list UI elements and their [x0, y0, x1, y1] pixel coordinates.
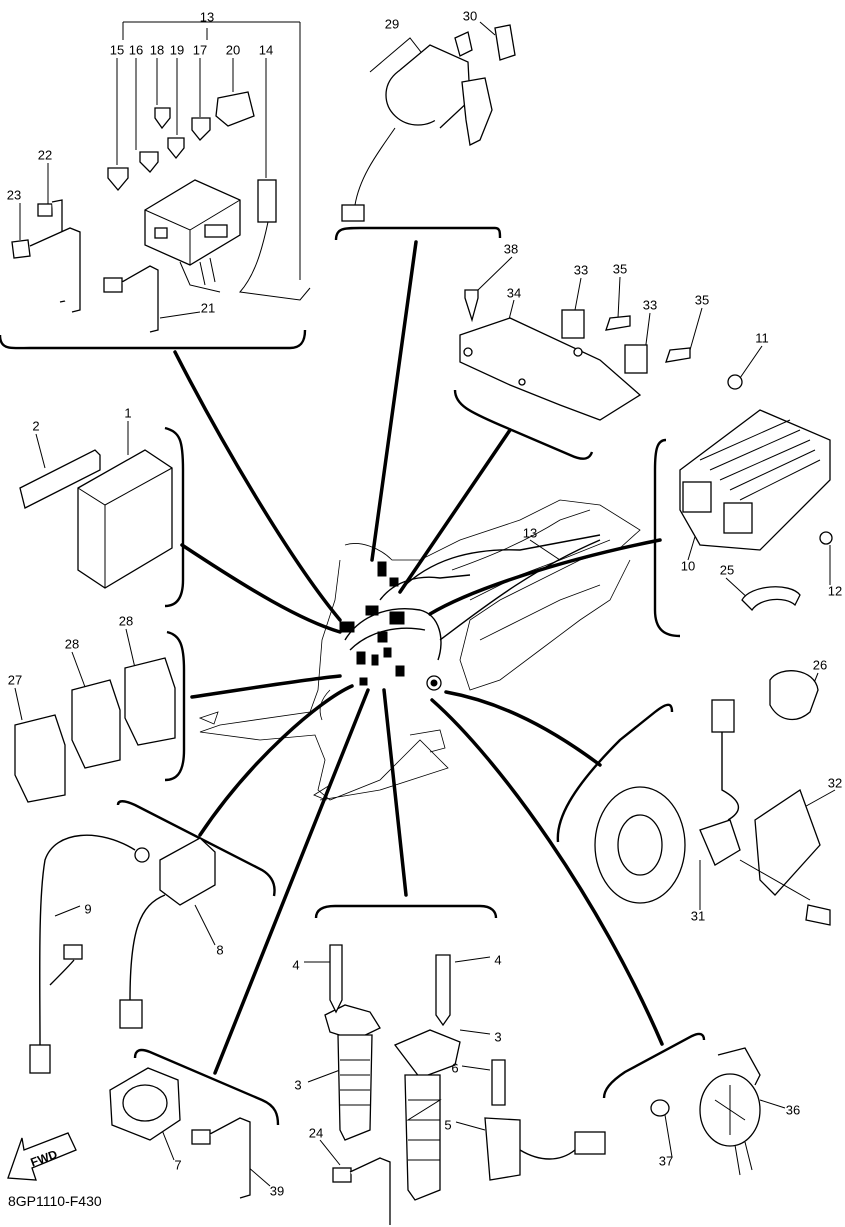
callout-c12: 12 [828, 583, 842, 598]
callout-c32: 32 [828, 775, 842, 790]
callout-c17: 17 [193, 42, 207, 57]
callout-c2: 2 [32, 418, 39, 433]
callout-c36: 36 [786, 1102, 800, 1117]
callout-c3a: 3 [294, 1077, 301, 1092]
callout-c15: 15 [110, 42, 124, 57]
callout-c9: 9 [84, 901, 91, 916]
relays-group [14, 657, 176, 803]
group-brackets [0, 226, 706, 1126]
crank-sensor-group [594, 670, 831, 926]
callout-leaders [14, 21, 836, 1187]
callout-c29: 29 [385, 16, 399, 31]
sensor-harness-group [29, 834, 216, 1074]
callout-c7: 7 [174, 1157, 181, 1172]
callout-c22: 22 [38, 147, 52, 162]
callout-c30: 30 [463, 8, 477, 23]
wire-harness-bundle [339, 534, 601, 691]
callout-c34: 34 [507, 285, 521, 300]
callout-c23: 23 [7, 187, 21, 202]
callout-c28a: 28 [65, 636, 79, 651]
callout-c1: 1 [124, 405, 131, 420]
callout-c35a: 35 [613, 261, 627, 276]
drawing-code: 8GP1110-F430 [8, 1193, 102, 1209]
callout-c10: 10 [681, 558, 695, 573]
callout-c27: 27 [8, 672, 22, 687]
callout-c33b: 33 [643, 297, 657, 312]
callout-c13a: 13 [200, 9, 214, 24]
callout-c38: 38 [504, 241, 518, 256]
callout-c3b: 3 [494, 1029, 501, 1044]
callout-c13b: 13 [523, 525, 537, 540]
callout-c33a: 33 [574, 262, 588, 277]
fuse-box-group [11, 91, 311, 333]
relay-bracket-group [459, 289, 691, 421]
callout-c18: 18 [150, 42, 164, 57]
ignition-coils-group [324, 944, 606, 1225]
callout-c11: 11 [755, 330, 769, 345]
lower-right-sensor-group [650, 1047, 761, 1176]
callout-c16: 16 [129, 42, 143, 57]
callout-c37: 37 [659, 1153, 673, 1168]
rectifier-regulator-group [679, 374, 833, 612]
callout-c19: 19 [170, 42, 184, 57]
main-switch-group [341, 24, 516, 222]
callout-c4b: 4 [494, 952, 501, 967]
ecu-group [19, 449, 173, 589]
callout-c26: 26 [813, 657, 827, 672]
callout-c28b: 28 [119, 613, 133, 628]
callout-c5: 5 [444, 1117, 451, 1132]
callout-c20: 20 [226, 42, 240, 57]
leader-lines [173, 240, 664, 1075]
motorcycle-frame-outline [198, 499, 641, 801]
callout-c24: 24 [309, 1125, 323, 1140]
callout-c4a: 4 [292, 957, 299, 972]
callout-c35b: 35 [695, 292, 709, 307]
forward-direction-arrow: FWD [7, 1132, 77, 1181]
callout-c21: 21 [201, 300, 215, 315]
lower-left-group [109, 1067, 251, 1199]
callout-c31: 31 [691, 908, 705, 923]
callout-c8: 8 [216, 942, 223, 957]
callout-c14: 14 [259, 42, 273, 57]
callout-c6: 6 [451, 1060, 458, 1075]
callout-c25: 25 [720, 562, 734, 577]
callout-c39: 39 [270, 1183, 284, 1198]
